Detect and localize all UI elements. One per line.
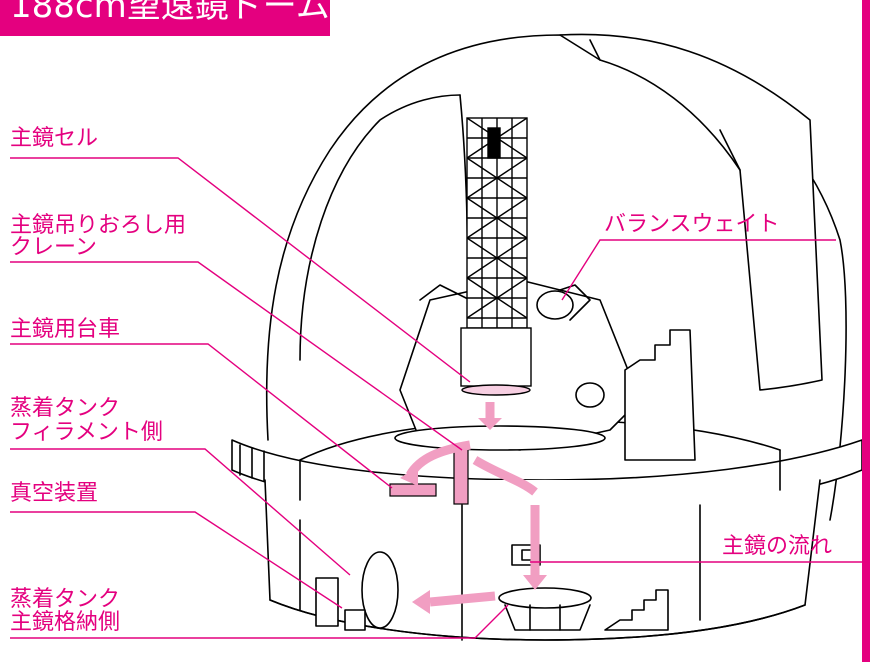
label-balance-weight: バランスウェイト [604,212,780,237]
label-mirror-flow: 主鏡の流れ [722,534,833,559]
leader-mirror-cart [10,343,393,489]
title-banner: 188cm望遠鏡ドーム [0,0,330,36]
right-accent-bar [862,0,870,662]
label-tank-storage-line1: 蒸着タンク [10,587,121,612]
staircase [624,329,696,461]
leader-primary-mirror-cell [10,157,471,383]
label-primary-mirror-cell: 主鏡セル [10,126,99,151]
mirror-cart-shape [389,447,469,505]
leader-lines [10,157,862,639]
leader-balance-weight [561,239,836,301]
dome-slit [559,33,823,391]
vacuum-tank [361,551,399,629]
page-title: 188cm望遠鏡ドーム [10,0,330,26]
leader-vacuum [10,511,343,609]
leader-crane [10,261,463,451]
telescope-tube [460,117,532,396]
label-mirror-cart: 主鏡用台車 [10,317,121,342]
label-tank-filament-line1: 蒸着タンク [10,396,121,421]
floor-disc [394,425,606,451]
leader-tank-filament [10,448,351,576]
label-tank-filament-line2: フィラメント側 [10,420,163,445]
balance-weight-shape [536,290,574,320]
label-crane-line2: クレーン [10,235,97,260]
label-tank-storage-line2: 主鏡格納側 [10,610,121,635]
label-vacuum-device: 真空装置 [10,481,99,506]
leader-tank-storage [10,604,509,639]
label-crane-line1: 主鏡吊りおろし用 [10,213,187,238]
primary-mirror-cell-shape [460,327,532,387]
